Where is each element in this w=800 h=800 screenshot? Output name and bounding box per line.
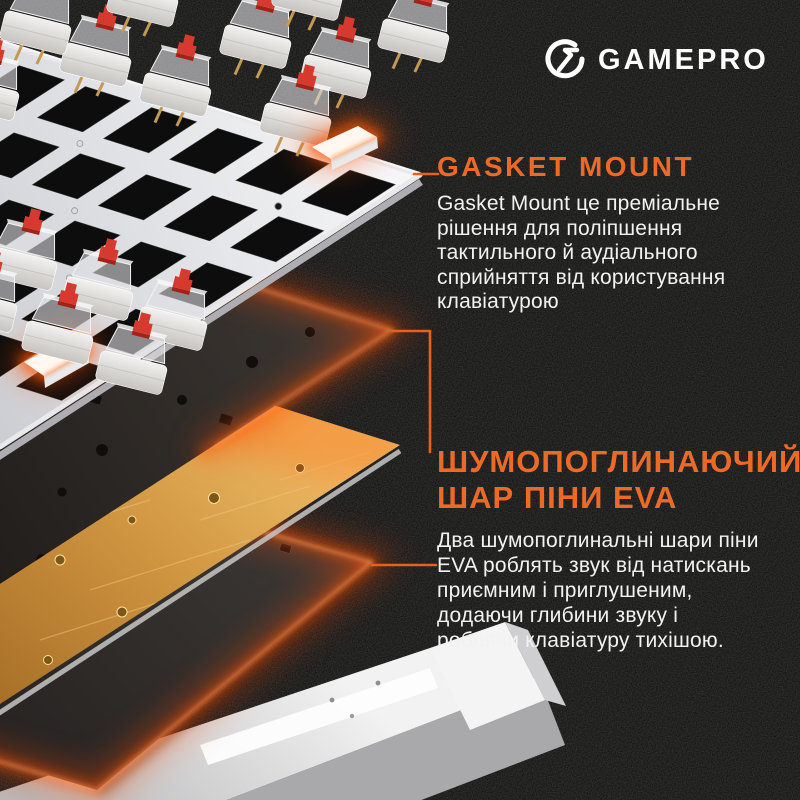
callout-gasket-mount: GASKET MOUNT Gasket Mount це преміальне …: [437, 152, 797, 315]
callout-body: Gasket Mount це преміальне рішення для п…: [437, 192, 726, 313]
mechanical-switches: [0, 0, 450, 395]
callout-title: GASKET MOUNT: [437, 151, 695, 182]
callout-eva-foam: ШУМОПОГЛИНАЮЧИЙ ШАР ПІНИ EVA Два шумопог…: [437, 444, 800, 653]
gamepro-g-icon: [545, 39, 585, 79]
gasket-strip-right: [293, 115, 397, 170]
callout-body: Два шумопоглинальні шари піни EVA роблят…: [437, 529, 759, 652]
brand-logo: GAMEPRO: [542, 36, 769, 84]
brand-name: GAMEPRO: [598, 43, 769, 76]
callout-title: ШУМОПОГЛИНАЮЧИЙ ШАР ПІНИ EVA: [437, 444, 800, 515]
callout-line-foam-top: [390, 329, 432, 454]
